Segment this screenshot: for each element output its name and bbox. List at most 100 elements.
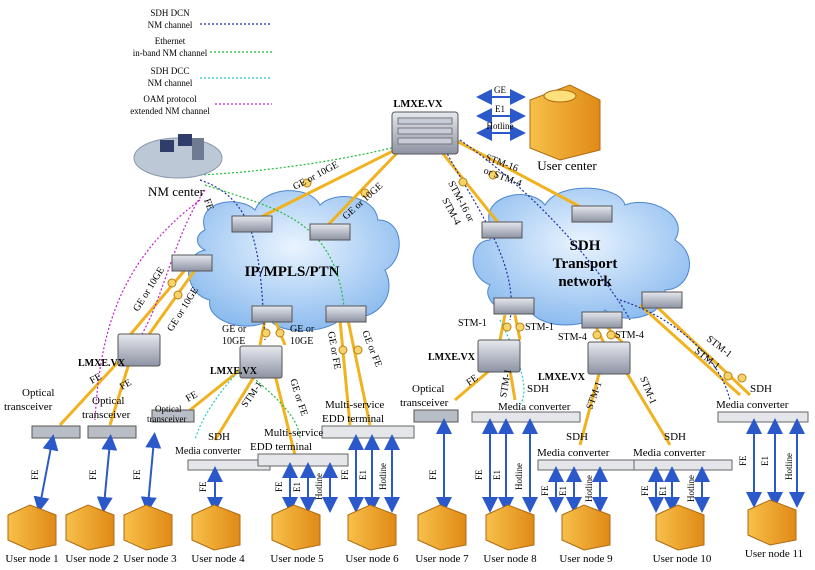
nm-center-label: NM center [148,184,205,199]
svg-text:FE: FE [464,373,480,389]
svg-text:FE: FE [118,377,134,392]
lmxe-labels: LMXE.VX LMXE.VX LMXE.VX LMXE.VX [78,352,586,383]
user-node-label-1: User node 1 [5,553,58,565]
svg-text:Optical: Optical [92,395,124,407]
svg-text:E1: E1 [358,470,368,480]
svg-text:SDH: SDH [566,431,588,443]
svg-text:Media converter: Media converter [498,401,571,413]
svg-text:Multi-service: Multi-service [264,427,323,439]
user-node-label-6: User node 6 [345,553,399,565]
svg-text:SDH: SDH [750,383,772,395]
svg-text:transceiver: transceiver [147,414,186,424]
svg-text:STM-1: STM-1 [458,318,487,329]
user-node-label-9: User node 9 [559,553,613,565]
svg-text:FE: FE [132,469,142,480]
sdh-cloud-label-2: Transport [553,256,618,272]
user-center-label: User center [537,158,597,173]
svg-text:GE or: GE or [290,324,315,335]
svg-text:Media converter: Media converter [633,447,706,459]
lmxe-label-2: LMXE.VX [210,366,258,377]
lmxe-label-3: LMXE.VX [428,352,476,363]
user-node-label-4: User node 4 [191,553,245,565]
user-node-label-10: User node 10 [653,553,712,565]
svg-text:EDD terminal: EDD terminal [322,413,384,425]
svg-text:STM-1: STM-1 [525,322,554,333]
user-center-building [529,84,601,161]
device-text-labels: SDH Media converter SDH Media converter … [175,383,789,459]
svg-text:FE: FE [274,481,284,492]
svg-text:SDH: SDH [527,383,549,395]
lmxe-devices [117,333,631,379]
svg-text:Multi-service: Multi-service [325,399,384,411]
svg-text:FE: FE [340,469,350,480]
svg-text:transceiver: transceiver [4,401,53,413]
media-converters [187,411,809,471]
svg-text:FE: FE [198,481,208,492]
svg-text:FE: FE [201,197,215,212]
svg-text:STM-1: STM-1 [498,368,514,398]
access-arrows [33,418,805,513]
svg-text:Hotline: Hotline [378,463,388,490]
svg-text:Hotline: Hotline [784,453,794,480]
svg-text:FE: FE [474,469,484,480]
svg-text:E1: E1 [492,470,502,480]
access-labels: FE FE FE FE FE E1 Hotline FE E1 Hotline … [30,453,794,502]
svg-text:STM-4: STM-4 [615,330,644,341]
ip-cloud-label: IP/MPLS/PTN [244,264,339,280]
svg-text:GE or FE: GE or FE [287,378,309,418]
svg-text:SDH: SDH [664,431,686,443]
core-node-label: LMXE.VX [393,99,443,110]
sdh-cloud-label-3: network [558,274,612,290]
svg-text:Hotline: Hotline [314,473,324,500]
nm-center-icon [133,134,223,179]
sdh-cloud: SDH Transport network [472,187,690,326]
user-node-label-2: User node 2 [65,553,118,565]
svg-text:Media converter: Media converter [537,447,610,459]
svg-text:transceiver: transceiver [82,409,131,421]
svg-text:Media converter: Media converter [175,446,241,457]
svg-text:EDD terminal: EDD terminal [250,441,312,453]
user-node-label-11: User node 11 [745,548,803,560]
svg-text:GE or FE: GE or FE [359,329,384,369]
svg-text:FE: FE [88,371,104,386]
legend-hotline: Hotline [487,121,514,131]
legend-e1: E1 [495,104,505,114]
svg-text:Hotline: Hotline [584,475,594,502]
user-node-label-8: User node 8 [483,553,537,565]
switches [171,205,683,329]
svg-text:Optical: Optical [412,383,444,395]
svg-text:Optical: Optical [22,387,54,399]
svg-text:SDH: SDH [208,431,230,443]
svg-text:GE or 10GE: GE or 10GE [291,159,340,192]
svg-text:E1: E1 [760,456,770,466]
svg-text:FE: FE [30,469,40,480]
svg-text:E1: E1 [558,486,568,496]
svg-text:FE: FE [640,485,650,496]
user-node-label-5: User node 5 [270,553,324,565]
svg-text:GE or: GE or [222,324,247,335]
svg-text:STM-1: STM-1 [584,380,604,411]
svg-text:FE: FE [88,469,98,480]
svg-text:FE: FE [738,455,748,466]
sdh-cloud-label-1: SDH [570,238,601,254]
legend-ge: GE [494,85,506,95]
svg-text:FE: FE [540,485,550,496]
lmxe-label-1: LMXE.VX [78,358,126,369]
svg-text:FE: FE [428,469,438,480]
user-node-label-7: User node 7 [415,553,469,565]
svg-text:Hotline: Hotline [686,475,696,502]
svg-text:FE: FE [184,389,200,404]
svg-text:Optical: Optical [155,404,182,414]
svg-text:GE or 10GE: GE or 10GE [165,285,201,333]
user-node-labels: User node 1 User node 2 User node 3 User… [5,548,803,565]
svg-text:E1: E1 [658,486,668,496]
svg-text:E1: E1 [292,482,302,492]
svg-text:transceiver: transceiver [400,397,449,409]
